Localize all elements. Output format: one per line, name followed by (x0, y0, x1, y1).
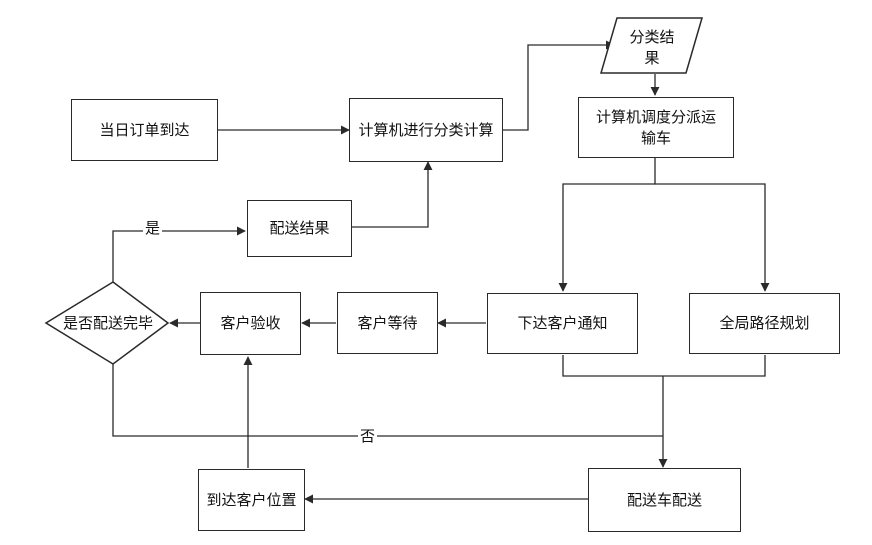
node-arrive-location: 到达客户位置 (198, 469, 305, 531)
edge-result-feedback (352, 161, 433, 228)
edge-decision-yes (112, 226, 246, 282)
node-notify-customer: 下达客户通知 (487, 293, 638, 354)
node-dispatch-vehicle: 计算机调度分派运输车 (578, 97, 734, 158)
node-order-arrival-label: 当日订单到达 (99, 120, 190, 139)
edge-dispatch-split (558, 158, 656, 292)
node-classify-compute: 计算机进行分类计算 (349, 98, 503, 162)
node-delivery-done-shape (44, 281, 170, 365)
node-classify-result-label-2: 果 (644, 49, 659, 67)
node-classify-result-label-1: 分类结 (629, 28, 674, 46)
edge-decision-no (112, 364, 663, 437)
node-notify-customer-label: 下达客户通知 (517, 314, 608, 333)
edge-merge-bottom (562, 355, 766, 377)
edge-label-no: 否 (358, 427, 378, 445)
node-order-arrival: 当日订单到达 (71, 99, 218, 161)
node-delivery-result: 配送结果 (247, 200, 352, 257)
edge-dispatch-to-route (655, 183, 770, 292)
node-customer-wait: 客户等待 (337, 292, 438, 354)
node-customer-accept-label: 客户验收 (220, 314, 281, 333)
node-customer-wait-label: 客户等待 (357, 313, 418, 332)
node-dispatch-vehicle-label: 计算机调度分派运输车 (595, 108, 716, 147)
node-classify-result-shape (600, 17, 703, 74)
node-vehicle-delivery-label: 配送车配送 (626, 490, 702, 509)
edge-classify-to-result (503, 40, 615, 131)
node-customer-accept: 客户验收 (200, 292, 301, 355)
edge-label-yes: 是 (143, 219, 163, 237)
node-delivery-result-label: 配送结果 (269, 219, 330, 238)
node-global-route-label: 全局路径规划 (719, 314, 810, 333)
node-arrive-location-label: 到达客户位置 (206, 490, 297, 509)
node-global-route: 全局路径规划 (689, 293, 840, 354)
node-delivery-done-label: 是否配送完毕 (63, 314, 153, 332)
node-classify-compute-label: 计算机进行分类计算 (358, 120, 494, 139)
node-vehicle-delivery: 配送车配送 (588, 468, 741, 532)
